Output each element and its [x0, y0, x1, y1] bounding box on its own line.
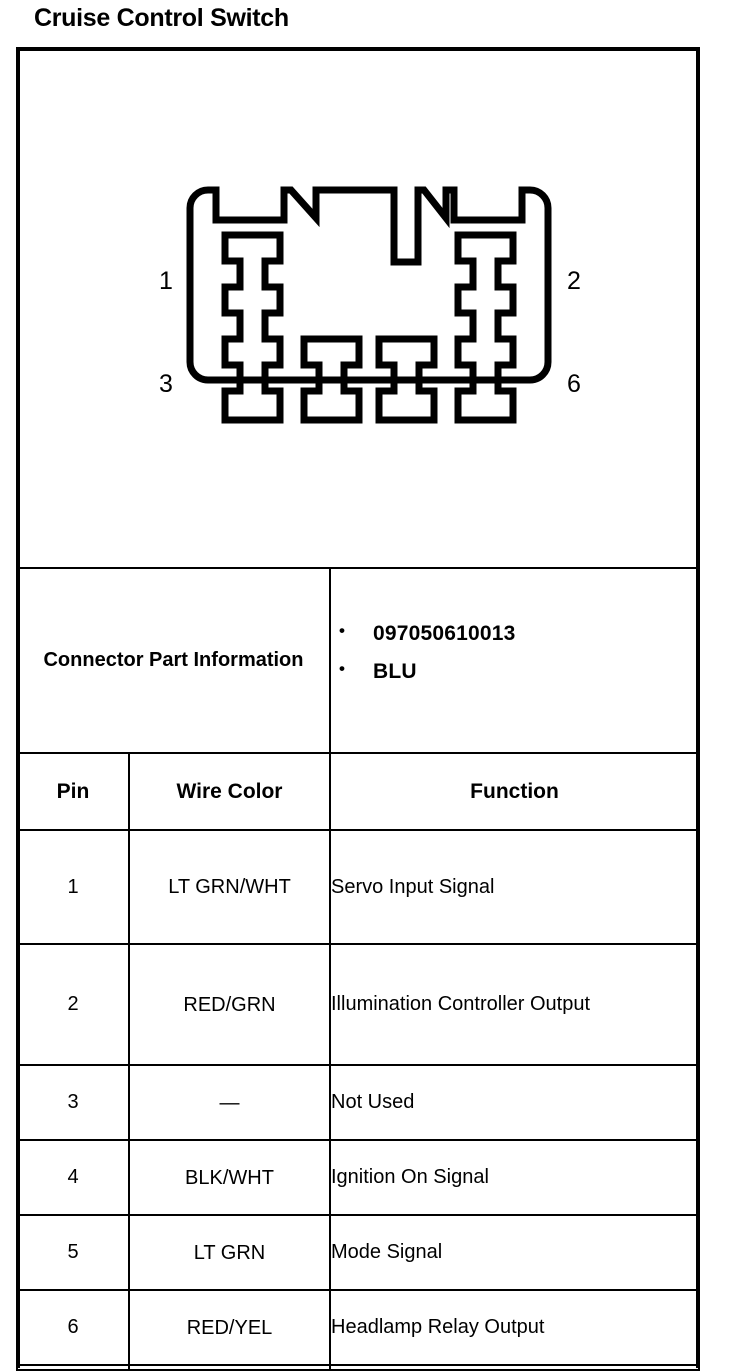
connector-part-information-values: 097050610013 BLU	[329, 567, 700, 754]
cell-function: Ignition On Signal	[329, 1139, 700, 1216]
list-item: 097050610013	[331, 622, 698, 644]
cell-function: Headlamp Relay Output	[329, 1289, 700, 1366]
cell-wire-color: LT GRN	[128, 1214, 331, 1291]
cell-function: Mode Signal	[329, 1214, 700, 1291]
connector-face-diagram	[186, 186, 552, 424]
cavity-column-left	[221, 231, 284, 424]
cell-wire-color: RED/YEL	[128, 1289, 331, 1366]
table-row: 5 LT GRN Mode Signal	[16, 1214, 700, 1291]
connector-part-information-table: Connector Part Information 097050610013 …	[16, 567, 700, 754]
table-header-row: Pin Wire Color Function	[16, 752, 700, 831]
cell-wire-color: LT GRN/WHT	[128, 829, 331, 945]
cavity-column-right	[454, 231, 517, 424]
list-item: BLU	[331, 660, 698, 682]
cell-pin: 5	[16, 1214, 130, 1291]
table-row: 2 RED/GRN Illumination Controller Output	[16, 943, 700, 1066]
cavity-bottom-left	[300, 335, 363, 424]
cavity-bottom-right	[375, 335, 438, 424]
cell-pin: 4	[16, 1139, 130, 1216]
cell-pin: 2	[16, 943, 130, 1066]
part-info-list: 097050610013 BLU	[331, 622, 698, 682]
cell-pin: 1	[16, 829, 130, 945]
connector-housing-outline	[186, 186, 552, 384]
cell-pin: 3	[16, 1064, 130, 1141]
pin-label-6: 6	[567, 370, 581, 398]
pin-assignment-table: Pin Wire Color Function 1 LT GRN/WHT Ser…	[16, 752, 700, 1371]
table-row: 6 RED/YEL Headlamp Relay Output	[16, 1289, 700, 1366]
table-row: 1 LT GRN/WHT Servo Input Signal	[16, 829, 700, 945]
table-row: Connector Part Information 097050610013 …	[16, 567, 700, 754]
cell-wire-color: —	[128, 1064, 331, 1141]
pin-label-2: 2	[567, 267, 581, 295]
cell-function: Servo Input Signal	[329, 829, 700, 945]
page-title: Cruise Control Switch	[34, 4, 289, 32]
cell-wire-color: BLK/WHT	[128, 1139, 331, 1216]
table-row: 3 — Not Used	[16, 1064, 700, 1141]
connector-part-information-label: Connector Part Information	[16, 567, 331, 754]
pin-label-1: 1	[159, 267, 173, 295]
table-row: 4 BLK/WHT Ignition On Signal	[16, 1139, 700, 1216]
cell-pin: 6	[16, 1289, 130, 1366]
column-header-function: Function	[329, 752, 700, 831]
cell-function: Not Used	[329, 1064, 700, 1141]
pin-label-3: 3	[159, 370, 173, 398]
column-header-pin: Pin	[16, 752, 130, 831]
connector-diagram-panel: 1 2 3 6	[16, 47, 700, 571]
cell-wire-color: RED/GRN	[128, 943, 331, 1066]
column-header-wire-color: Wire Color	[128, 752, 331, 831]
cell-function: Illumination Controller Output	[329, 943, 700, 1066]
